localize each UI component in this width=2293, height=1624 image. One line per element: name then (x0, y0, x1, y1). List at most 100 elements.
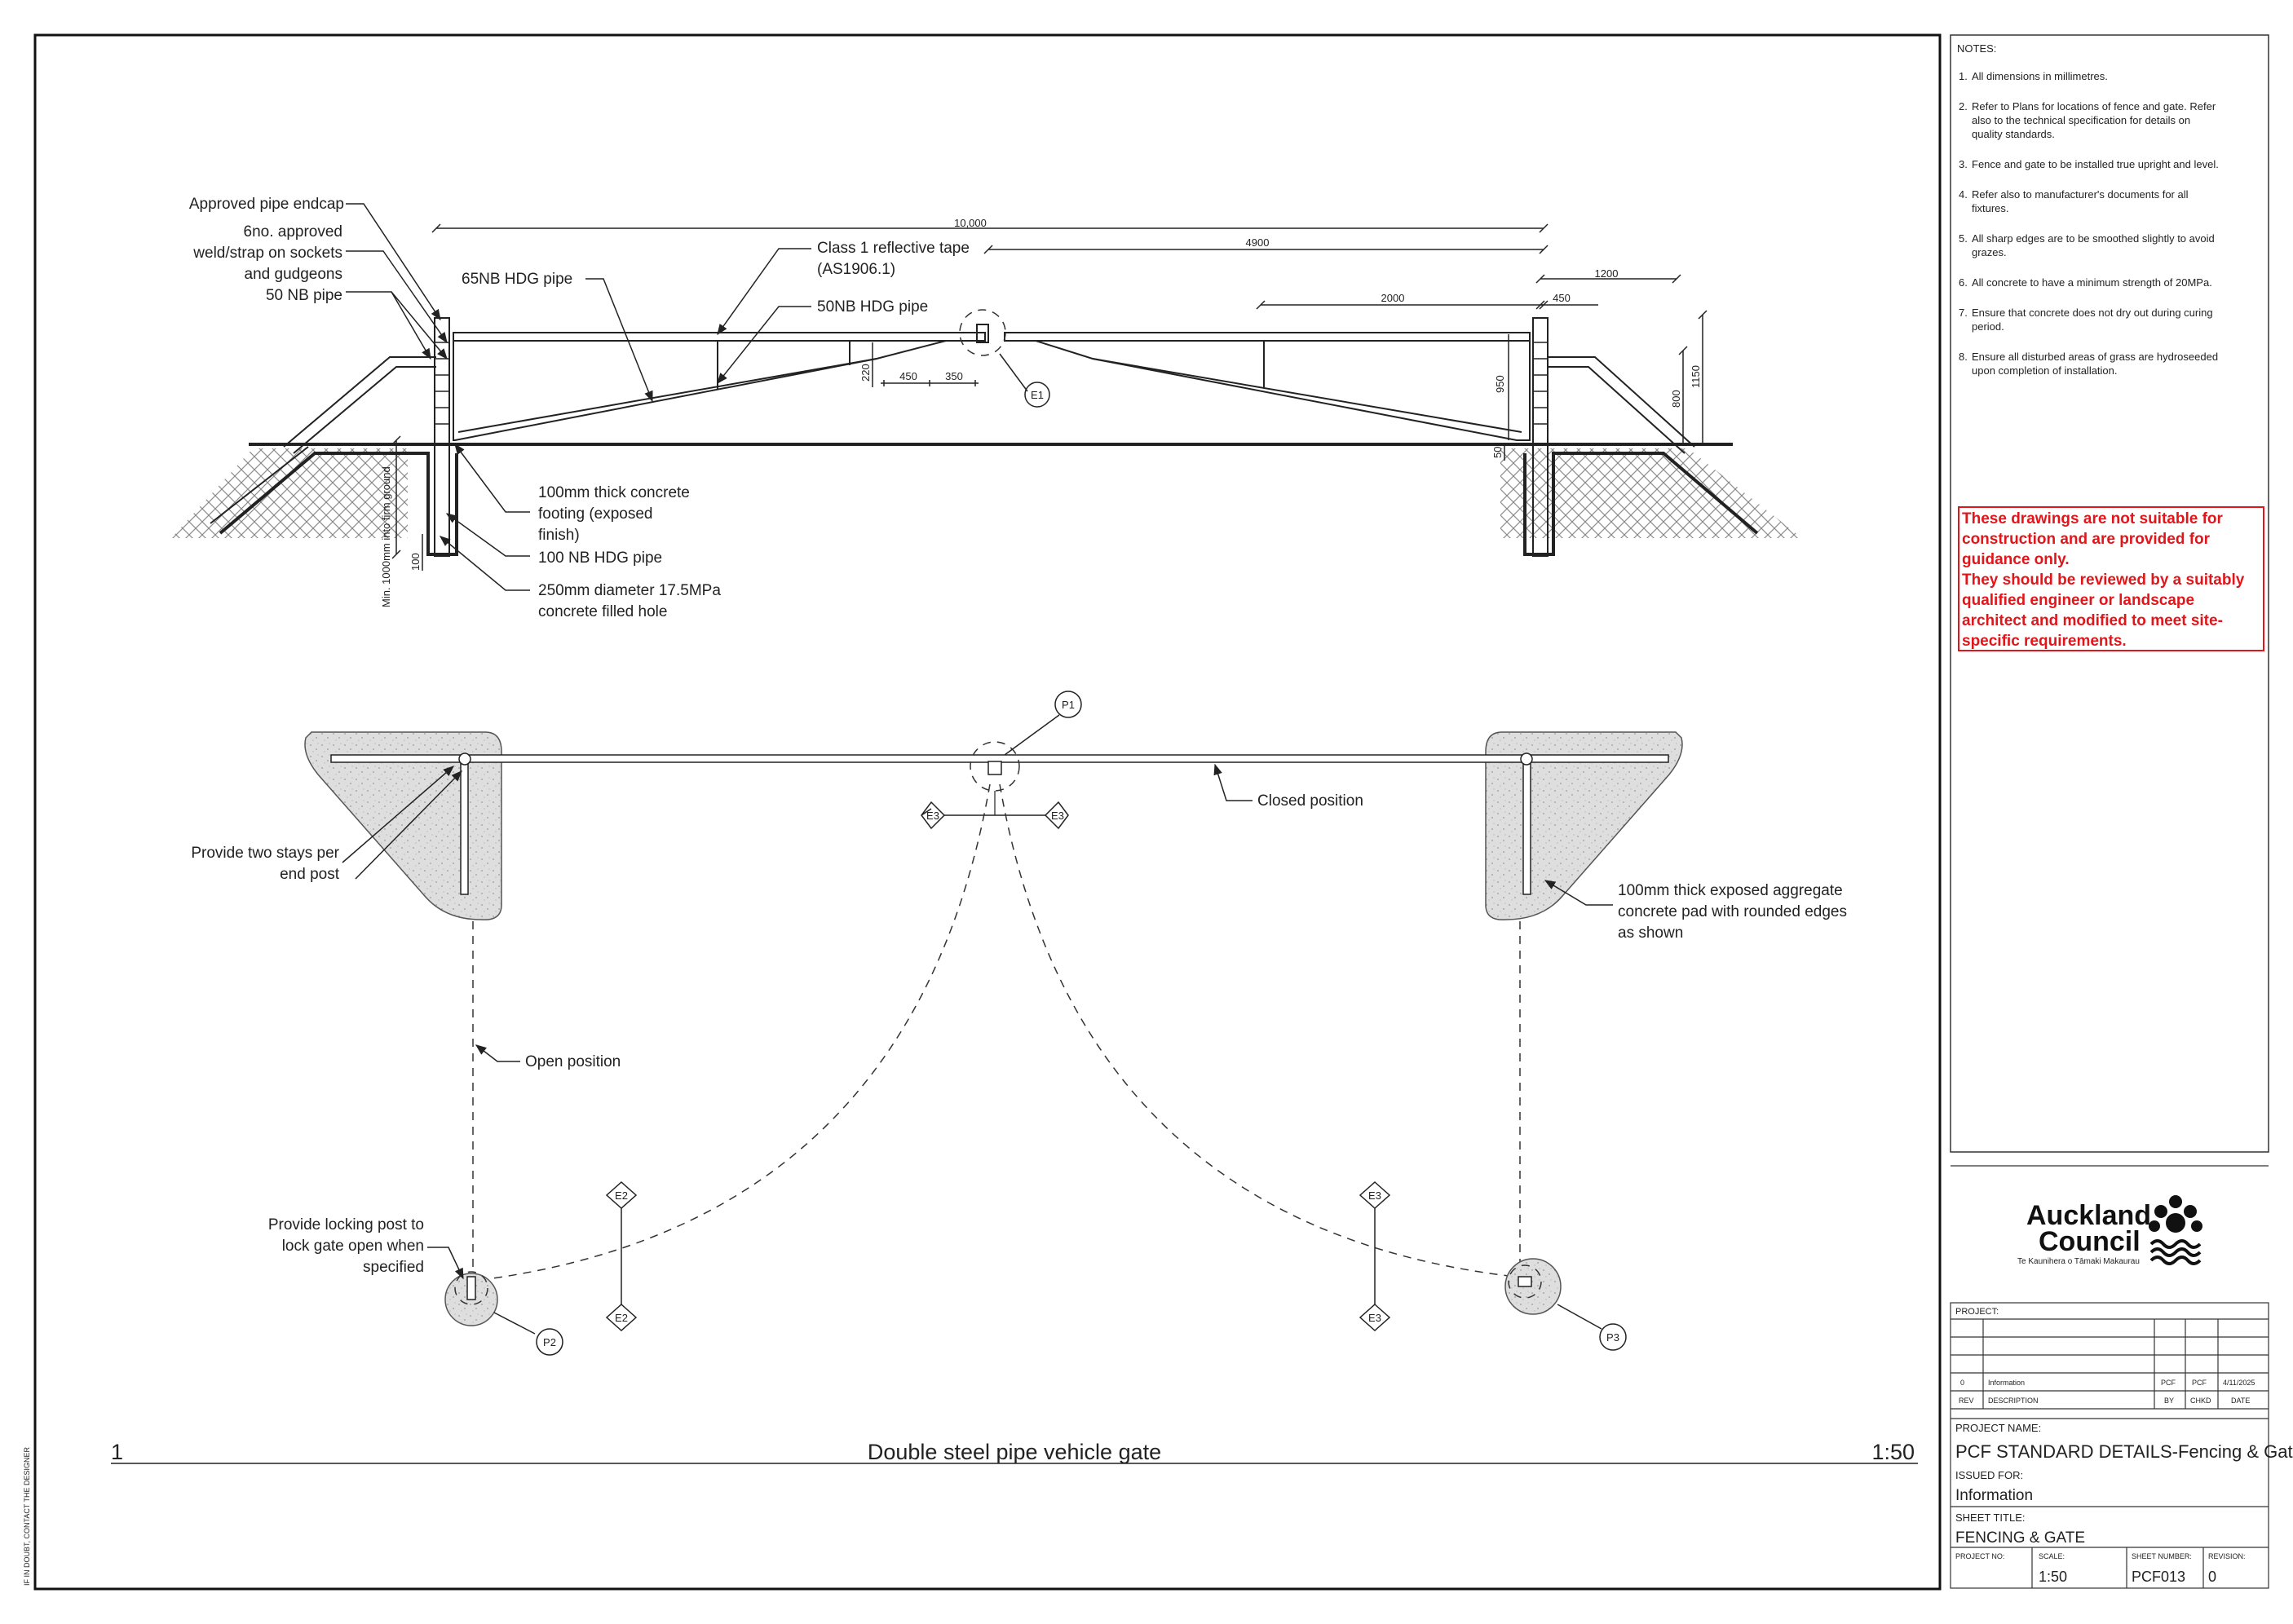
project-name-label: PROJECT NAME: (1955, 1422, 2041, 1434)
left-footing (219, 452, 458, 556)
note-number: 7. (1959, 307, 1968, 319)
sheet-title: FENCING & GATE (1955, 1529, 2085, 1547)
notes-panel-border (1950, 34, 2269, 1153)
scale-value: 1:50 (2039, 1569, 2067, 1585)
note-number: 5. (1959, 232, 1968, 245)
note-number: 2. (1959, 100, 1968, 113)
dim-2000: 2000 (1381, 292, 1405, 304)
label-footing-1: 100mm thick concrete (538, 484, 690, 501)
latch (976, 324, 989, 343)
drawing-title: Double steel pipe vehicle gate (868, 1440, 1161, 1464)
warning-text: These drawings are not suitable forconst… (1962, 510, 2245, 650)
note-line: All concrete to have a minimum strength … (1972, 276, 2212, 289)
note-number: 8. (1959, 351, 1968, 363)
sheet-title-label: SHEET TITLE: (1955, 1511, 2026, 1524)
drawing-number: 1 (111, 1440, 123, 1464)
callout-e3-b-marker (1044, 801, 1069, 830)
right-footing (1523, 452, 1759, 556)
dim-1200: 1200 (1595, 267, 1619, 280)
dim-220: 220 (859, 364, 872, 382)
dim-50: 50 (1491, 447, 1504, 458)
callout-e3-c-label: E3 (1368, 1189, 1381, 1202)
left-post (434, 317, 450, 557)
drawing-scale: 1:50 (1871, 1440, 1915, 1464)
label-50nb-hdg: 50NB HDG pipe (817, 298, 928, 316)
callout-e2-b-marker (605, 1303, 638, 1332)
label-footing-2: footing (exposed (538, 505, 653, 523)
label-tape-1: Class 1 reflective tape (817, 240, 970, 257)
callout-e3-d-label: E3 (1368, 1312, 1381, 1324)
warning-line: architect and modified to meet site- (1962, 612, 2223, 629)
locking-post-right (1504, 1258, 1562, 1315)
right-gate-leaf (1004, 332, 1531, 441)
label-weld-1: 6no. approved (244, 223, 343, 241)
label-stays-2: end post (280, 866, 340, 883)
callout-p1-label: P1 (1062, 699, 1075, 711)
label-tape-2: (AS1906.1) (817, 261, 895, 278)
pohutukawa-icon (2149, 1195, 2202, 1265)
label-pad-3: as shown (1618, 925, 1683, 942)
dim-4900: 4900 (1246, 236, 1270, 249)
callout-e3-b-label: E3 (1051, 810, 1064, 822)
note-line: Ensure all disturbed areas of grass are … (1972, 351, 2218, 363)
warning-line: guidance only. (1962, 551, 2070, 568)
label-pad-2: concrete pad with rounded edges (1618, 903, 1847, 920)
rev-header-chkd: CHKD (2190, 1397, 2211, 1405)
callout-e2-a-label: E2 (615, 1189, 628, 1202)
label-closed: Closed position (1257, 792, 1363, 810)
callout-e3-c-marker (1359, 1180, 1391, 1210)
note-line: Refer to Plans for locations of fence an… (1972, 100, 2216, 113)
rev-description: Information (1988, 1379, 2025, 1387)
note-line: also to the technical specification for … (1972, 114, 2190, 126)
project-label: PROJECT: (1955, 1307, 1999, 1317)
auckland-council-logo: Auckland Council Te Kaunihera o Tāmaki M… (2017, 1195, 2202, 1266)
project-name: PCF STANDARD DETAILS-Fencing & Gate (1955, 1441, 2293, 1462)
scale-label: SCALE: (2039, 1552, 2065, 1560)
rev-by: PCF (2161, 1379, 2176, 1387)
label-locking-3: specified (363, 1259, 424, 1276)
notes-panel: NOTES: 1.All dimensions in millimetres.2… (1957, 42, 2219, 377)
note-line: upon completion of installation. (1972, 364, 2118, 377)
note-line: All dimensions in millimetres. (1972, 70, 2108, 82)
warning-line: They should be reviewed by a suitably (1962, 571, 2245, 589)
dim-10000: 10,000 (954, 217, 987, 229)
note-line: period. (1972, 320, 2004, 333)
warning-line: These drawings are not suitable for (1962, 510, 2224, 527)
right-post (1532, 317, 1549, 557)
label-open: Open position (525, 1053, 621, 1070)
label-hole-2: concrete filled hole (538, 603, 667, 620)
callout-e2-a-marker (605, 1180, 638, 1210)
label-weld-3: and gudgeons (245, 266, 342, 283)
label-locking-2: lock gate open when (282, 1238, 424, 1255)
dim-800: 800 (1670, 390, 1682, 408)
callout-p2 (536, 1328, 563, 1356)
revision-label: REVISION: (2208, 1552, 2246, 1560)
title-block-text: PROJECT: 0 Information PCF PCF 4/11/2025… (1955, 1307, 2293, 1585)
note-line: grazes. (1972, 246, 2007, 258)
project-no-label: PROJECT NO: (1955, 1552, 2004, 1560)
left-gate-leaf (453, 332, 986, 441)
callout-e3-d-marker (1359, 1303, 1391, 1332)
label-locking-1: Provide locking post to (268, 1216, 424, 1233)
note-line: quality standards. (1972, 128, 2055, 140)
warning-line: qualified engineer or landscape (1962, 592, 2194, 609)
callout-e3-a-marker (921, 801, 946, 830)
label-stays-1: Provide two stays per (191, 845, 339, 862)
callout-e1-label: E1 (1031, 389, 1044, 401)
callout-e1 (1024, 382, 1050, 408)
dim-350: 350 (945, 370, 963, 382)
rev-header-rev: REV (1959, 1397, 1974, 1405)
warning-line: specific requirements. (1962, 633, 2127, 650)
note-line: All sharp edges are to be smoothed sligh… (1972, 232, 2215, 245)
note-line: Fence and gate to be installed true upri… (1972, 158, 2219, 170)
rev-value: 0 (1960, 1379, 1964, 1387)
note-number: 3. (1959, 158, 1968, 170)
right-pad (1485, 731, 1683, 920)
dim-450-right: 450 (1553, 292, 1571, 304)
label-65nb: 65NB HDG pipe (462, 271, 572, 288)
swing-left (480, 783, 991, 1281)
dim-950: 950 (1494, 375, 1506, 393)
issued-for: Information (1955, 1487, 2033, 1504)
label-50nb: 50 NB pipe (266, 287, 342, 304)
ground-hatch-right (1500, 448, 1802, 538)
